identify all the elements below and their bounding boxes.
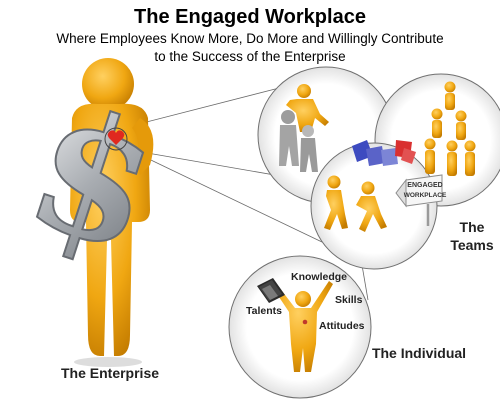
enterprise-figure-arm (132, 118, 154, 175)
enterprise-figure (70, 58, 154, 367)
trait-talents: Talents (246, 305, 282, 317)
trait-skills: Skills (335, 294, 363, 306)
team-walking-figures (324, 175, 387, 232)
svg-text:$: $ (8, 66, 180, 290)
label-teams-line-2: Teams (450, 237, 494, 253)
subtitle-line-1: Where Employees Know More, Do More and W… (56, 31, 444, 46)
trait-attitudes: Attitudes (319, 320, 365, 332)
label-enterprise: The Enterprise (61, 365, 159, 381)
dollar-sign-icon: $ (7, 65, 181, 291)
connector-line-top (122, 85, 288, 129)
label-teams-line-1: The (460, 219, 485, 235)
enterprise-figure-head (82, 58, 134, 110)
page-title: The Engaged Workplace (134, 6, 366, 28)
enterprise-figure-body (70, 103, 150, 357)
puzzle-pieces-icon (352, 140, 416, 166)
signpost-line-2: WORKPLACE (404, 192, 447, 199)
individual-figure (275, 281, 333, 372)
trait-knowledge: Knowledge (291, 271, 347, 283)
heart-ring (104, 127, 128, 151)
book-icon (257, 278, 285, 303)
team-human-pyramid (424, 81, 476, 176)
engaged-workplace-signpost: ENGAGED WORKPLACE (395, 174, 447, 226)
connector-line-lower (129, 149, 323, 243)
label-individual: The Individual (372, 345, 466, 361)
signpost-line-1: ENGAGED (407, 182, 442, 189)
individual-heart-dot (302, 319, 308, 325)
heart-icon (107, 130, 125, 145)
subtitle-line-2: to the Success of the Enterprise (154, 49, 346, 64)
enterprise-figure-shadow (74, 357, 142, 367)
team-climbing-figures (279, 84, 329, 172)
